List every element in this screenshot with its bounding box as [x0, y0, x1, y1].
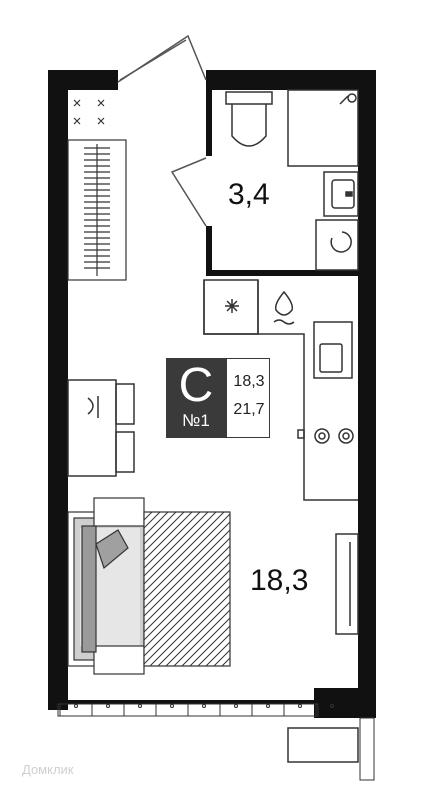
area-summary: 18,3 21,7: [226, 358, 270, 438]
vent-marks: [73, 99, 105, 125]
apartment-number: №1: [182, 411, 210, 430]
apartment-type-badge: С №1: [166, 358, 226, 438]
wardrobe: [335, 533, 359, 635]
balcony-wall: [359, 717, 375, 781]
washing-machine-icon: [315, 219, 359, 271]
window-sill: [57, 703, 334, 717]
kitchen: [203, 279, 358, 501]
watermark-logo: Домклик: [22, 762, 74, 777]
balcony: [287, 727, 359, 763]
living-area-value: 18,3: [233, 373, 265, 390]
bath-sink-icon: [323, 171, 359, 217]
total-area-value: 21,7: [233, 401, 265, 418]
shower-icon: [287, 89, 359, 167]
dining-table: [67, 379, 135, 477]
balcony-door: [117, 34, 207, 83]
toilet-icon: [225, 91, 273, 147]
bed: [67, 497, 231, 675]
walls: [48, 70, 376, 718]
radiator: [67, 139, 127, 281]
bathroom-area-label: 3,4: [228, 178, 270, 211]
main-room-area-label: 18,3: [250, 564, 309, 597]
apartment-type-letter: С: [178, 359, 214, 412]
bathroom-door: [170, 157, 207, 227]
